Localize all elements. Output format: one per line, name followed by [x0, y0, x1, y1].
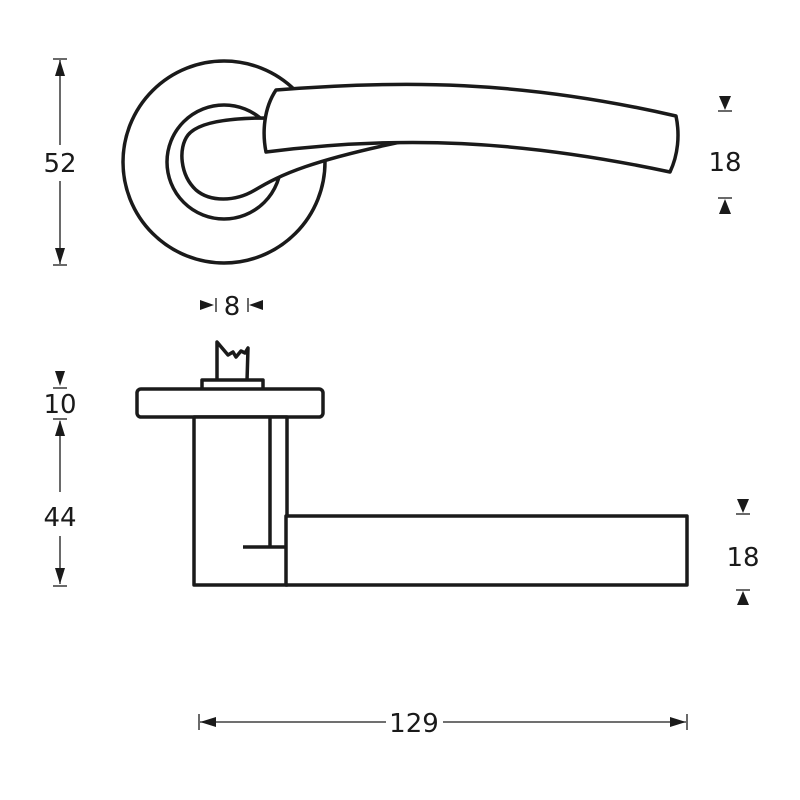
dimension-projection: 44 [43, 420, 77, 587]
spindle-width-label: 8 [224, 292, 241, 322]
dimension-lever-thickness-top: 18 [708, 96, 742, 214]
dimension-rose-thickness: 10 [43, 371, 77, 420]
rose-plate [135, 387, 325, 419]
lever-thickness-top-label: 18 [708, 148, 741, 178]
projection-label: 44 [43, 503, 76, 533]
lever-shank [192, 415, 289, 587]
top-view: 52 18 [43, 58, 742, 266]
dimension-lever-height-side: 18 [726, 499, 760, 605]
lever-grip-side [284, 514, 689, 587]
lever-height-side-label: 18 [726, 543, 759, 573]
lever-length-label: 129 [389, 709, 439, 739]
dimension-lever-length: 129 [198, 709, 688, 739]
rose-thickness-label: 10 [43, 390, 76, 420]
side-view: 8 10 44 18 [43, 292, 759, 739]
dimension-rose-height: 52 [43, 58, 77, 266]
lever-neck [180, 116, 422, 201]
lever-grip [262, 82, 680, 174]
rose-height-label: 52 [43, 149, 76, 179]
spindle [215, 340, 250, 383]
dimension-spindle-width: 8 [200, 292, 263, 322]
